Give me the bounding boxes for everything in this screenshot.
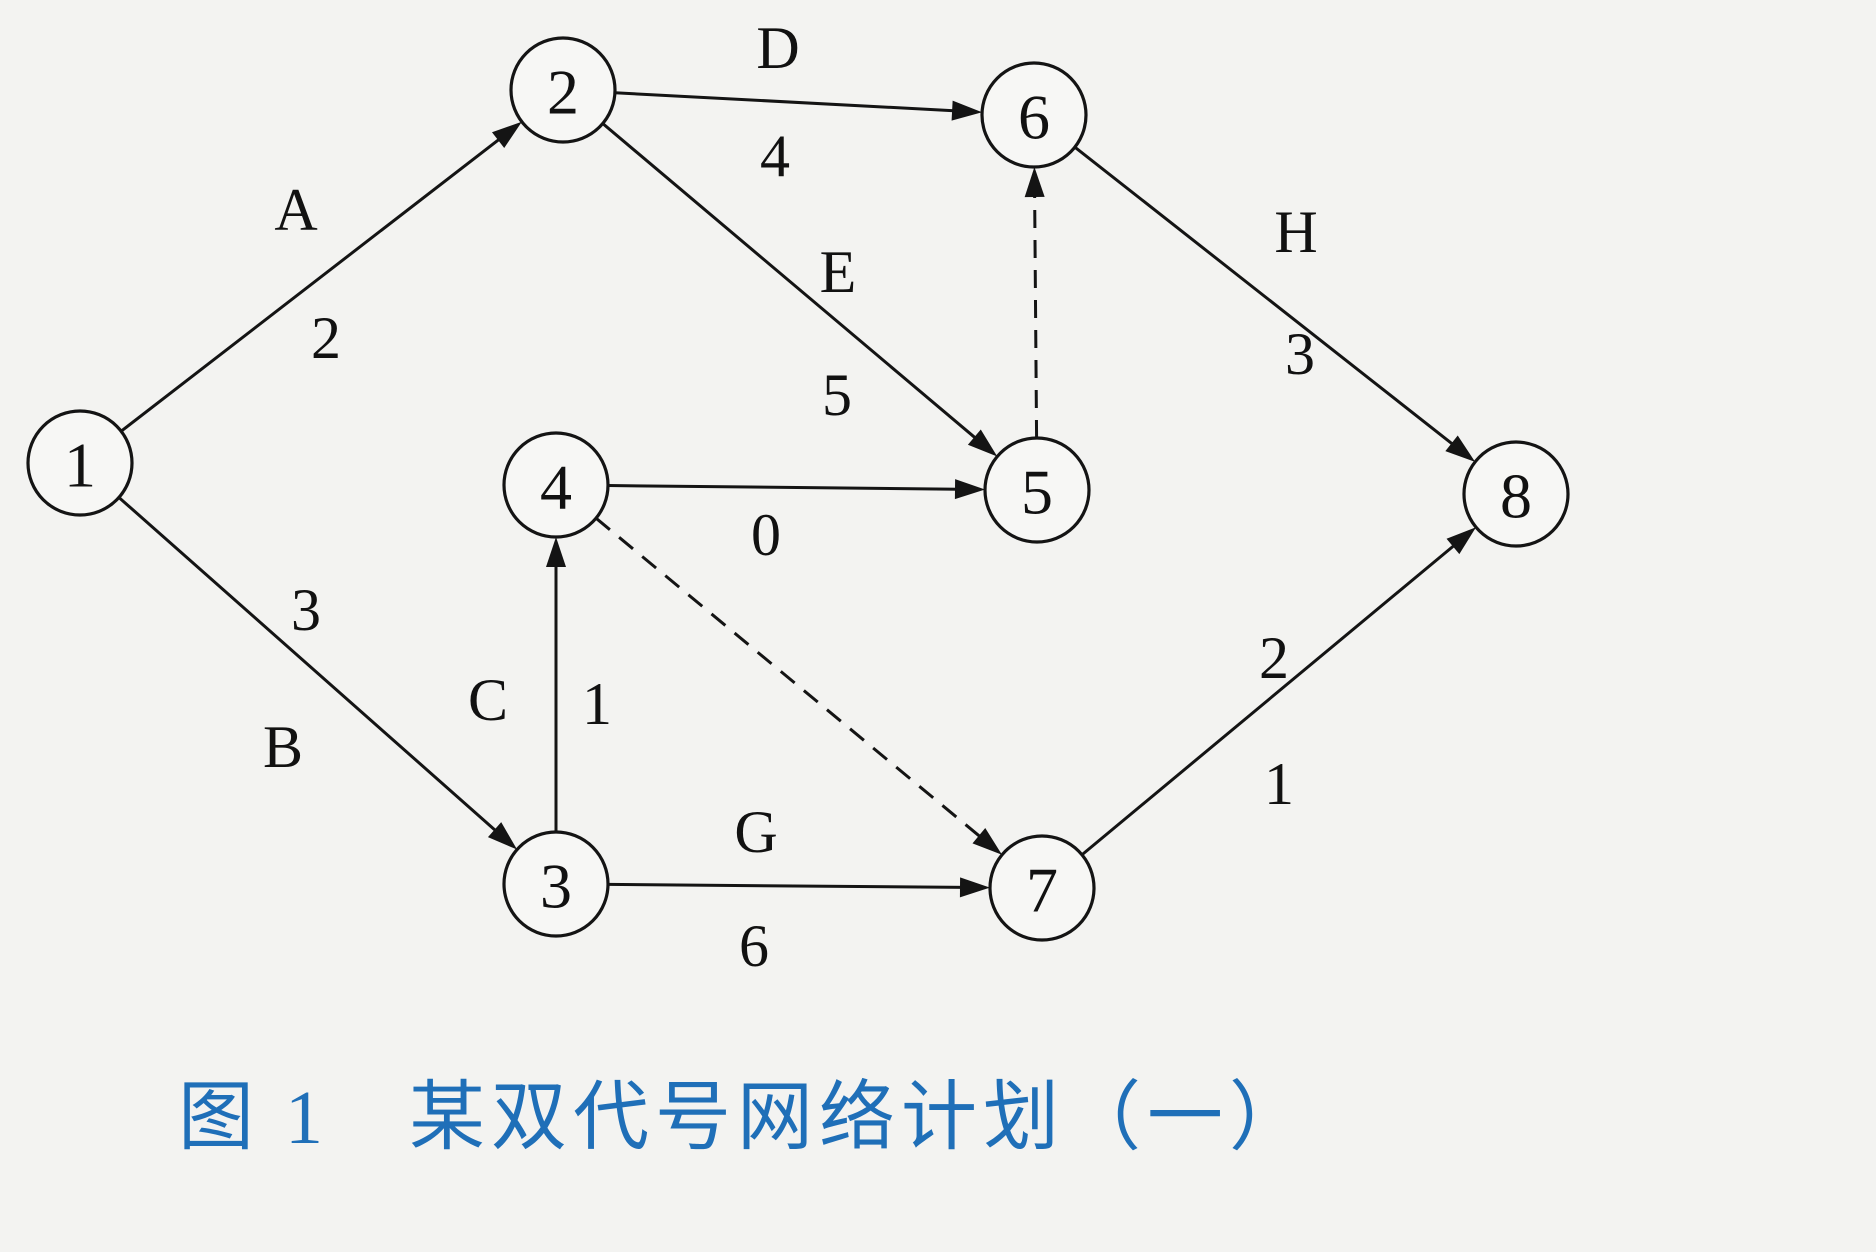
node-4: 4 (502, 431, 610, 539)
edge-6-8-line (1073, 145, 1456, 447)
edge-4-5-line (607, 484, 960, 491)
node-1-label: 1 (64, 430, 96, 501)
edge-7-8-duration-label: 1 (1264, 751, 1294, 817)
figure-caption: 图 1 某双代号网络计划（一） (178, 1055, 1311, 1165)
edge-2-6-duration-label: 4 (760, 123, 790, 189)
edge-3-7-arrowhead (959, 877, 991, 898)
edge-3-4-activity-label: C (468, 667, 508, 733)
edge-2-5-duration-label: 5 (822, 362, 852, 428)
node-7-label: 7 (1026, 855, 1058, 926)
figure-title: 某双代号网络计划（一） (409, 1072, 1311, 1161)
edge-4-5-duration-label: 0 (751, 502, 781, 568)
figure-number: 图 1 (178, 1076, 329, 1160)
node-6-label: 6 (1018, 82, 1050, 153)
edge-7-8-arrowhead (1446, 527, 1477, 555)
node-7-circle (988, 834, 1096, 942)
edge-2-5-line (601, 122, 979, 441)
edge-1-3-line (117, 496, 499, 834)
edge-1-2-arrowhead (491, 121, 522, 149)
edge-1-3-activity-label: B (263, 714, 303, 780)
node-5-label: 5 (1021, 457, 1053, 528)
edge-2-6-activity-label: D (756, 15, 799, 81)
node-1: 1 (26, 409, 134, 517)
edge-1-2-duration-label: 2 (311, 305, 341, 371)
node-1-circle (26, 409, 134, 517)
edge-4-7-line (595, 517, 983, 840)
edge-3-4-duration-label: 1 (582, 671, 612, 737)
edge-2-5-arrowhead (967, 429, 998, 457)
edge-3-7-line (607, 882, 965, 889)
node-2-circle (509, 36, 617, 144)
edge-5-6-arrowhead (1024, 166, 1045, 198)
node-5: 5 (983, 436, 1091, 544)
edge-6-8-duration-label: 3 (1285, 321, 1315, 387)
edge-4-5-arrowhead (954, 479, 986, 500)
node-2-label: 2 (547, 57, 579, 128)
node-8: 8 (1462, 440, 1570, 548)
node-3-label: 3 (540, 851, 572, 922)
edge-3-4-arrowhead (546, 537, 566, 567)
node-3-circle (502, 830, 610, 938)
edge-1-2-line (120, 136, 503, 433)
node-7: 7 (988, 834, 1096, 942)
edge-1-2-activity-label: A (274, 177, 317, 243)
node-6: 6 (980, 61, 1088, 169)
edge-7-8-activity-label: 2 (1259, 625, 1289, 691)
node-2: 2 (509, 36, 617, 144)
edge-3-7-activity-label: G (734, 799, 777, 865)
edge-2-6-line (614, 91, 957, 113)
edge-4-7-arrowhead (972, 827, 1002, 855)
edge-7-8-line (1081, 542, 1457, 856)
node-4-circle (502, 431, 610, 539)
edge-2-5-activity-label: E (820, 239, 857, 305)
edge-6-8-activity-label: H (1274, 199, 1317, 265)
edge-3-7-duration-label: 6 (739, 913, 769, 979)
edge-5-6-line (1033, 192, 1039, 439)
edge-1-3-duration-label: 3 (291, 577, 321, 643)
node-6-circle (980, 61, 1088, 169)
node-4-label: 4 (540, 452, 572, 523)
node-8-label: 8 (1500, 461, 1532, 532)
edge-6-8-arrowhead (1445, 435, 1476, 462)
edge-2-6-arrowhead (951, 100, 983, 121)
edge-1-3-arrowhead (487, 822, 518, 850)
node-3: 3 (502, 830, 610, 938)
node-8-circle (1462, 440, 1570, 548)
node-5-circle (983, 436, 1091, 544)
